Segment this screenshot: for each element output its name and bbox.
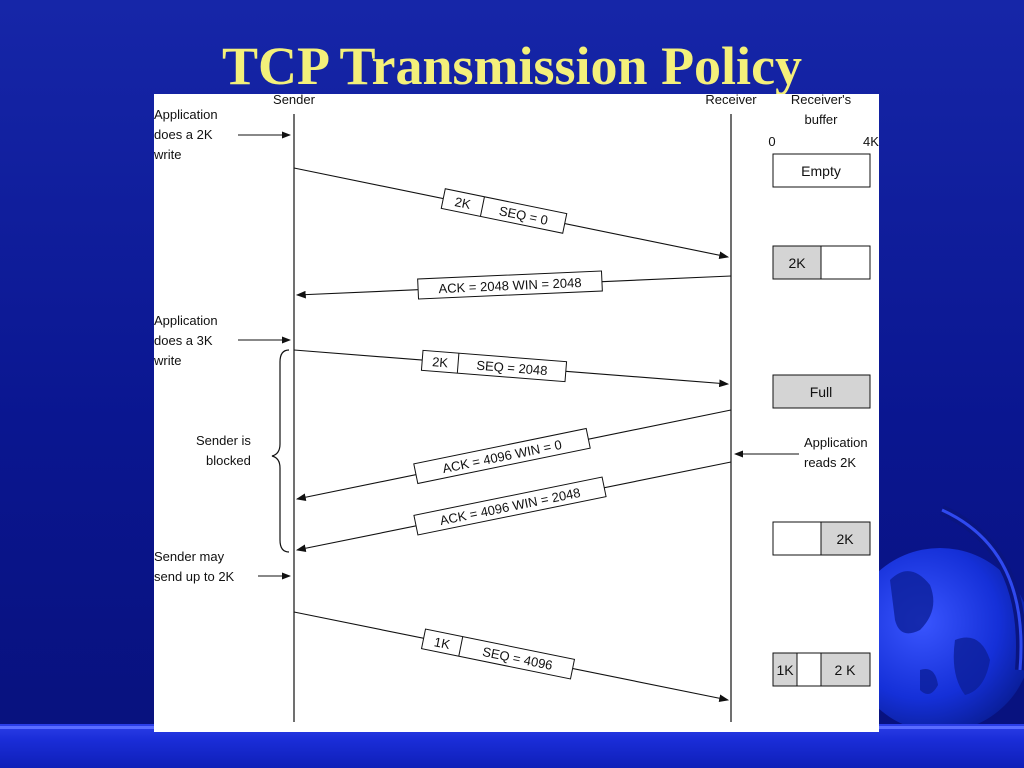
- svg-text:does a 2K: does a 2K: [154, 127, 213, 142]
- receiver-buffer-header-line2: buffer: [804, 112, 838, 127]
- message-seq-0: 2K SEQ = 0: [293, 167, 730, 260]
- buffer-scale-end: 4K: [863, 134, 879, 149]
- buffer-empty: Empty: [772, 153, 871, 188]
- svg-text:1K: 1K: [433, 634, 452, 652]
- annotation-app-reads-2k: Application reads 2K: [734, 435, 868, 470]
- svg-text:Application: Application: [154, 313, 218, 328]
- svg-text:Sender may: Sender may: [154, 549, 225, 564]
- message-seq-2048: 2K SEQ = 2048: [293, 349, 730, 388]
- buffer-2k-free: 2K: [772, 521, 871, 556]
- svg-text:2K: 2K: [836, 531, 854, 547]
- annotation-app-write-2k: Application does a 2K write: [154, 107, 291, 162]
- buffer-scale-start: 0: [768, 134, 775, 149]
- svg-text:Application: Application: [804, 435, 868, 450]
- svg-text:write: write: [154, 353, 181, 368]
- message-ack-4096-win-2048: ACK = 4096 WIN = 2048: [295, 461, 732, 553]
- annotation-sender-blocked: Sender is blocked: [196, 349, 290, 553]
- svg-text:2K: 2K: [453, 194, 472, 212]
- tcp-sequence-diagram: Sender Receiver Receiver's buffer 0 4K A…: [154, 94, 879, 732]
- svg-text:2 K: 2 K: [834, 662, 856, 678]
- svg-text:SEQ = 2048: SEQ = 2048: [476, 358, 548, 379]
- message-ack-2048-win-2048: ACK = 2048 WIN = 2048: [295, 270, 732, 300]
- annotation-sender-may-send: Sender may send up to 2K: [154, 549, 291, 584]
- message-ack-4096-win-0: ACK = 4096 WIN = 0: [295, 409, 732, 502]
- svg-text:blocked: blocked: [206, 453, 251, 468]
- svg-text:reads 2K: reads 2K: [804, 455, 856, 470]
- svg-text:ACK = 2048 WIN = 2048: ACK = 2048 WIN = 2048: [438, 275, 582, 296]
- svg-text:Full: Full: [810, 384, 833, 400]
- svg-text:Sender is: Sender is: [196, 433, 251, 448]
- svg-text:2K: 2K: [432, 354, 449, 370]
- buffer-1k-2k: 1K 2 K: [772, 652, 871, 687]
- sender-header: Sender: [273, 94, 316, 107]
- svg-text:send up to 2K: send up to 2K: [154, 569, 235, 584]
- slide-title: TCP Transmission Policy: [221, 36, 803, 96]
- svg-text:Application: Application: [154, 107, 218, 122]
- receiver-buffer-header: Receiver's: [791, 94, 852, 107]
- svg-text:write: write: [154, 147, 181, 162]
- receiver-header: Receiver: [705, 94, 757, 107]
- globe-icon: [860, 505, 1024, 732]
- svg-text:does a 3K: does a 3K: [154, 333, 213, 348]
- annotation-app-write-3k: Application does a 3K write: [154, 313, 291, 368]
- svg-text:1K: 1K: [776, 662, 794, 678]
- svg-text:Empty: Empty: [801, 163, 841, 179]
- buffer-full: Full: [772, 374, 871, 409]
- message-seq-4096: 1K SEQ = 4096: [293, 611, 730, 703]
- svg-text:2K: 2K: [788, 255, 806, 271]
- buffer-2k-used: 2K: [772, 245, 871, 280]
